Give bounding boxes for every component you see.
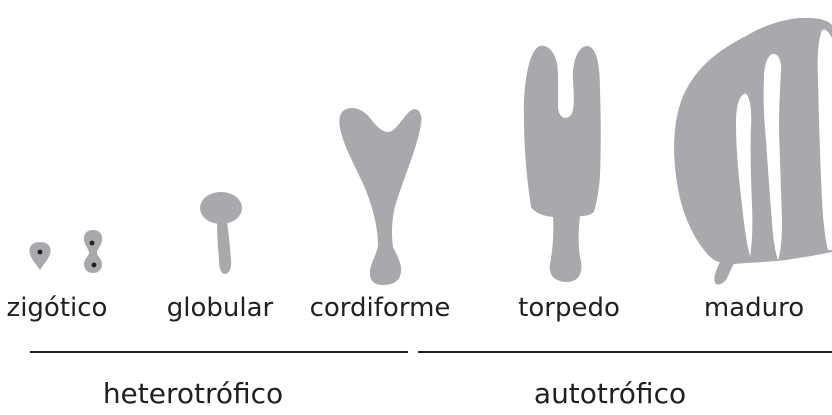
stage-label-cordiforme: cordiforme <box>310 288 451 328</box>
stage-label-zigotico: zigótico <box>7 288 108 328</box>
globular-embryo <box>200 192 242 274</box>
autotrophic-phase-line <box>418 351 832 353</box>
zygotic-single-cell <box>29 242 50 270</box>
stage-label-globular: globular <box>167 288 273 328</box>
zygotic-two-cell <box>84 230 102 273</box>
mature-embryo <box>674 18 832 285</box>
cordiforme-embryo <box>339 108 421 285</box>
stage-label-maduro: maduro <box>704 288 804 328</box>
torpedo-embryo <box>524 46 601 282</box>
stage-label-torpedo: torpedo <box>518 288 620 328</box>
heterotrophic-phase-line <box>30 351 408 353</box>
